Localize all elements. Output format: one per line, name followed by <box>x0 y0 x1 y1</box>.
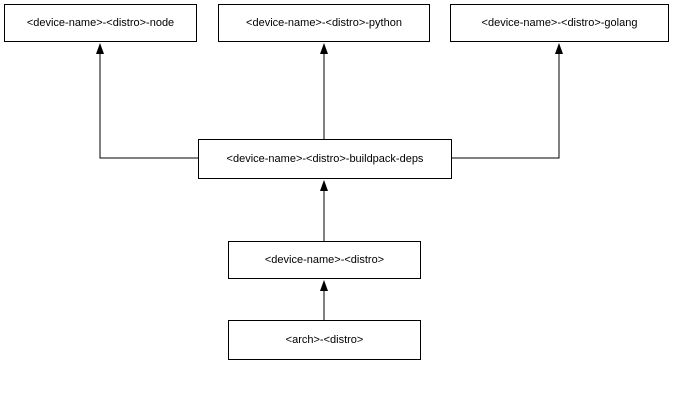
node-device-distro-buildpack-deps: <device-name>-<distro>-buildpack-deps <box>198 139 452 179</box>
edge-bpdeps-to-golang <box>452 44 560 159</box>
node-device-distro-node: <device-name>-<distro>-node <box>4 4 197 42</box>
arrowhead-bpdeps-to-node <box>96 43 104 54</box>
node-label: <device-name>-<distro> <box>264 254 385 266</box>
node-label: <device-name>-<distro>-node <box>26 17 175 29</box>
node-device-distro-python: <device-name>-<distro>-python <box>218 4 430 42</box>
arrowhead-distro-to-bpdeps <box>320 180 328 191</box>
arrowhead-bpdeps-to-golang <box>555 43 563 54</box>
arrowhead-bpdeps-to-python <box>320 43 328 54</box>
node-label: <device-name>-<distro>-golang <box>481 17 638 29</box>
edge-bpdeps-to-node <box>99 44 198 159</box>
node-label: <arch>-<distro> <box>285 334 364 346</box>
node-label: <device-name>-<distro>-python <box>246 17 402 29</box>
node-device-distro: <device-name>-<distro> <box>228 241 421 279</box>
node-label: <device-name>-<distro>-buildpack-deps <box>226 153 424 165</box>
node-arch-distro: <arch>-<distro> <box>228 320 421 360</box>
node-device-distro-golang: <device-name>-<distro>-golang <box>450 4 669 42</box>
arrowhead-arch-to-distro <box>320 280 328 291</box>
